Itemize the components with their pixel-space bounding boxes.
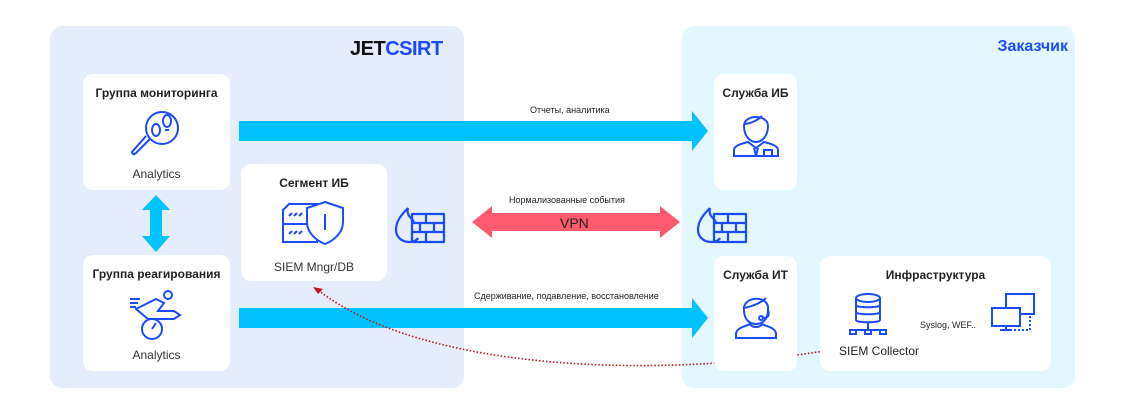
support-operator-icon [735,297,777,339]
server-shield-icon [282,200,344,246]
response-team-subtitle: Analytics [132,348,181,362]
response-team-card: Группа реагирования Analytics [83,255,230,371]
log-sources-label: Syslog, WEF.. [920,320,977,330]
vpn-label: VPN [560,215,589,231]
magnifier-footprints-icon [130,111,179,156]
security-service-card: Служба ИБ [714,74,797,190]
firewall-icon-client [696,207,748,244]
siem-collector-label: SIEM Collector [839,344,920,358]
security-segment-subtitle: SIEM Mngr/DB [273,260,354,274]
brand-jet: JET [350,38,386,60]
monitoring-team-subtitle: Analytics [132,167,181,181]
runner-speedometer-icon [130,290,182,340]
infrastructure-card: Инфраструктура Syslog, WEF.. SIEM Collec… [820,256,1051,371]
firewall-icon-provider [394,207,446,244]
events-label: Нормализованные события [509,195,625,205]
security-segment-card: Сегмент ИБ SIEM Mngr/DB [241,164,387,281]
brand-csirt: CSIRT [385,38,443,60]
infrastructure-title: Инфраструктура [885,268,986,282]
it-service-title: Служба ИТ [723,268,788,282]
security-service-title: Служба ИБ [722,86,789,100]
jetcsirt-logo: JETCSIRT [350,38,443,61]
response-team-title: Группа реагирования [92,267,221,281]
computers-icon [991,293,1035,331]
businessman-icon [733,115,779,157]
monitoring-team-title: Группа мониторинга [95,86,218,100]
reports-label: Отчеты, аналитика [530,105,610,115]
it-service-card: Служба ИТ [714,256,797,371]
response-label: Сдерживание, подавление, восстановление [474,291,659,301]
database-server-icon [849,293,887,335]
monitoring-team-card: Группа мониторинга Analytics [83,74,230,190]
client-zone-title: Заказчик [997,38,1069,55]
security-segment-title: Сегмент ИБ [279,176,349,190]
